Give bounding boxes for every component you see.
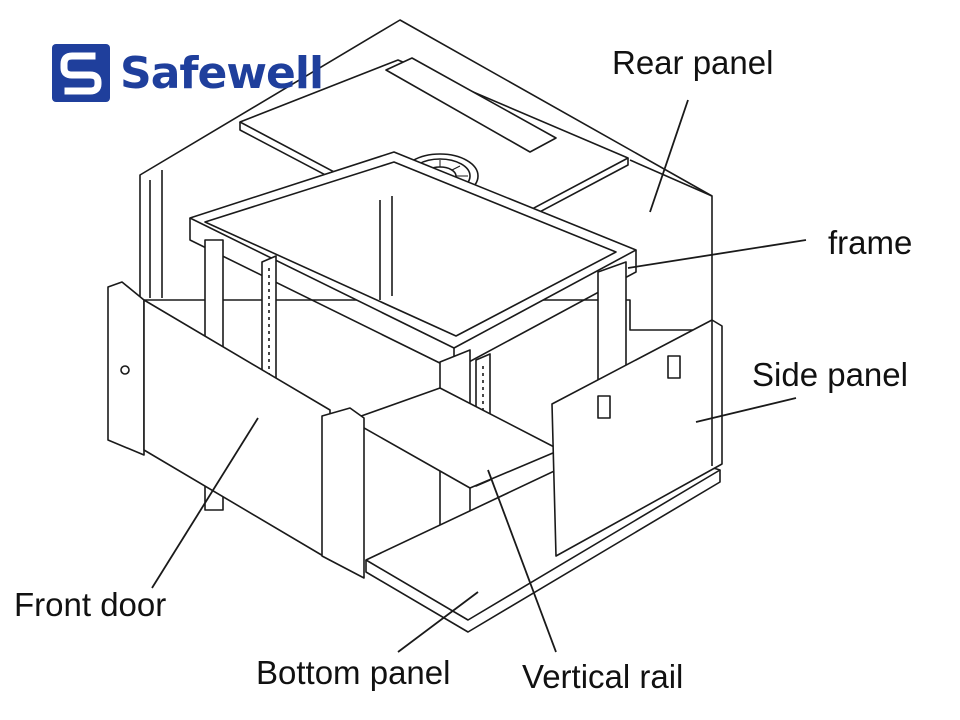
callout-leaders xyxy=(151,99,807,653)
leader-vertical-rail xyxy=(487,469,557,653)
front-door xyxy=(107,281,365,579)
side-panel xyxy=(551,319,723,557)
leader-front-door xyxy=(151,417,259,589)
safewell-logo: Safewell xyxy=(52,44,332,106)
brand-name: Safewell xyxy=(120,48,324,99)
logo-mark-icon xyxy=(52,44,110,102)
label-rear-panel: Rear panel xyxy=(612,44,774,81)
leader-side-panel xyxy=(695,397,797,423)
label-vertical-rail: Vertical rail xyxy=(522,658,684,695)
leader-frame xyxy=(627,239,807,269)
label-front-door: Front door xyxy=(14,586,167,623)
label-frame: frame xyxy=(828,224,913,261)
leader-rear-panel xyxy=(649,99,689,213)
label-bottom-panel: Bottom panel xyxy=(256,654,451,691)
leader-bottom-panel xyxy=(397,591,479,653)
label-side-panel: Side panel xyxy=(752,356,908,393)
